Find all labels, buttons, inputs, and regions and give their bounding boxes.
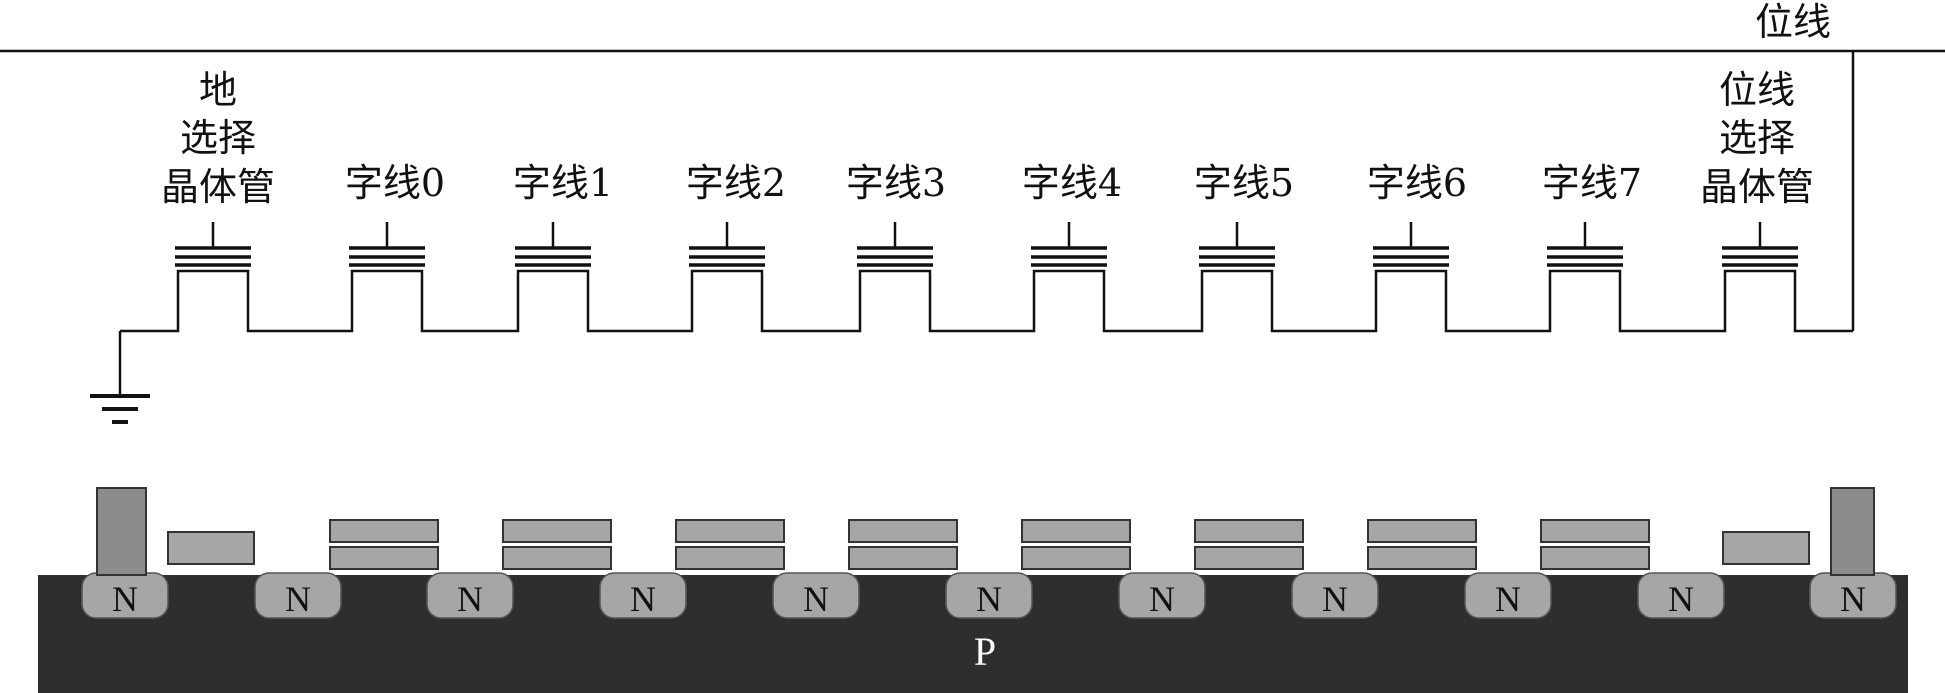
n-well-1	[254, 572, 342, 619]
memory-cell-6-control-gate	[1367, 519, 1477, 543]
bitline-label: 位线	[1755, 0, 1831, 44]
n-well-label-8: N	[1495, 579, 1521, 619]
source-contact	[96, 487, 147, 576]
circuit-schematic	[0, 49, 1945, 424]
bitline-select-label-line-1: 选择	[1719, 116, 1795, 160]
p-substrate-label: P	[974, 629, 996, 674]
ground-select-label-line-2: 晶体管	[161, 165, 275, 209]
ground-select-label-line-1: 选择	[180, 116, 256, 160]
memory-cell-2-floating-gate	[675, 546, 785, 570]
n-well-label-10: N	[1840, 579, 1866, 619]
wordline-label-5: 字线5	[1194, 161, 1294, 205]
bitline-select-label-line-0: 位线	[1719, 68, 1795, 112]
wordline-label-3: 字线3	[846, 161, 946, 205]
n-well-label-7: N	[1322, 579, 1348, 619]
memory-cell-1-control-gate	[502, 519, 612, 543]
n-well-3	[599, 572, 687, 619]
ground-select-gate	[167, 531, 255, 565]
memory-cell-7-control-gate	[1540, 519, 1650, 543]
n-well-label-6: N	[1149, 579, 1175, 619]
n-well-label-3: N	[630, 579, 656, 619]
wordline-label-7: 字线7	[1542, 161, 1642, 205]
n-well-label-5: N	[976, 579, 1002, 619]
memory-cell-7-floating-gate	[1540, 546, 1650, 570]
n-well-9	[1637, 572, 1725, 619]
n-well-label-4: N	[803, 579, 829, 619]
memory-cell-2-control-gate	[675, 519, 785, 543]
memory-cell-0-floating-gate	[329, 546, 439, 570]
wordline-label-4: 字线4	[1022, 161, 1122, 205]
wordline-label-6: 字线6	[1367, 161, 1467, 205]
n-well-5	[945, 572, 1033, 619]
wordline-label-0: 字线0	[345, 161, 445, 205]
string-channel-wire	[120, 269, 1853, 333]
memory-cell-5-control-gate	[1194, 519, 1304, 543]
memory-cell-5-floating-gate	[1194, 546, 1304, 570]
n-well-8	[1464, 572, 1552, 619]
memory-cell-0-control-gate	[329, 519, 439, 543]
n-well-2	[426, 572, 514, 619]
n-well-label-1: N	[285, 579, 311, 619]
n-well-6	[1118, 572, 1206, 619]
bitline-select-gate	[1722, 531, 1810, 565]
n-well-7	[1291, 572, 1379, 619]
n-well-4	[772, 572, 860, 619]
memory-cell-6-floating-gate	[1367, 546, 1477, 570]
memory-cell-3-floating-gate	[848, 546, 958, 570]
wordline-label-1: 字线1	[513, 161, 613, 205]
n-well-label-2: N	[457, 579, 483, 619]
drain-contact	[1830, 487, 1875, 576]
memory-cell-1-floating-gate	[502, 546, 612, 570]
n-well-label-9: N	[1668, 579, 1694, 619]
n-well-label-0: N	[112, 579, 138, 619]
bitline-select-label-line-2: 晶体管	[1700, 165, 1814, 209]
memory-cell-4-floating-gate	[1021, 546, 1131, 570]
memory-cell-3-control-gate	[848, 519, 958, 543]
ground-select-label-line-0: 地	[199, 68, 237, 112]
wordline-label-2: 字线2	[686, 161, 786, 205]
memory-cell-4-control-gate	[1021, 519, 1131, 543]
